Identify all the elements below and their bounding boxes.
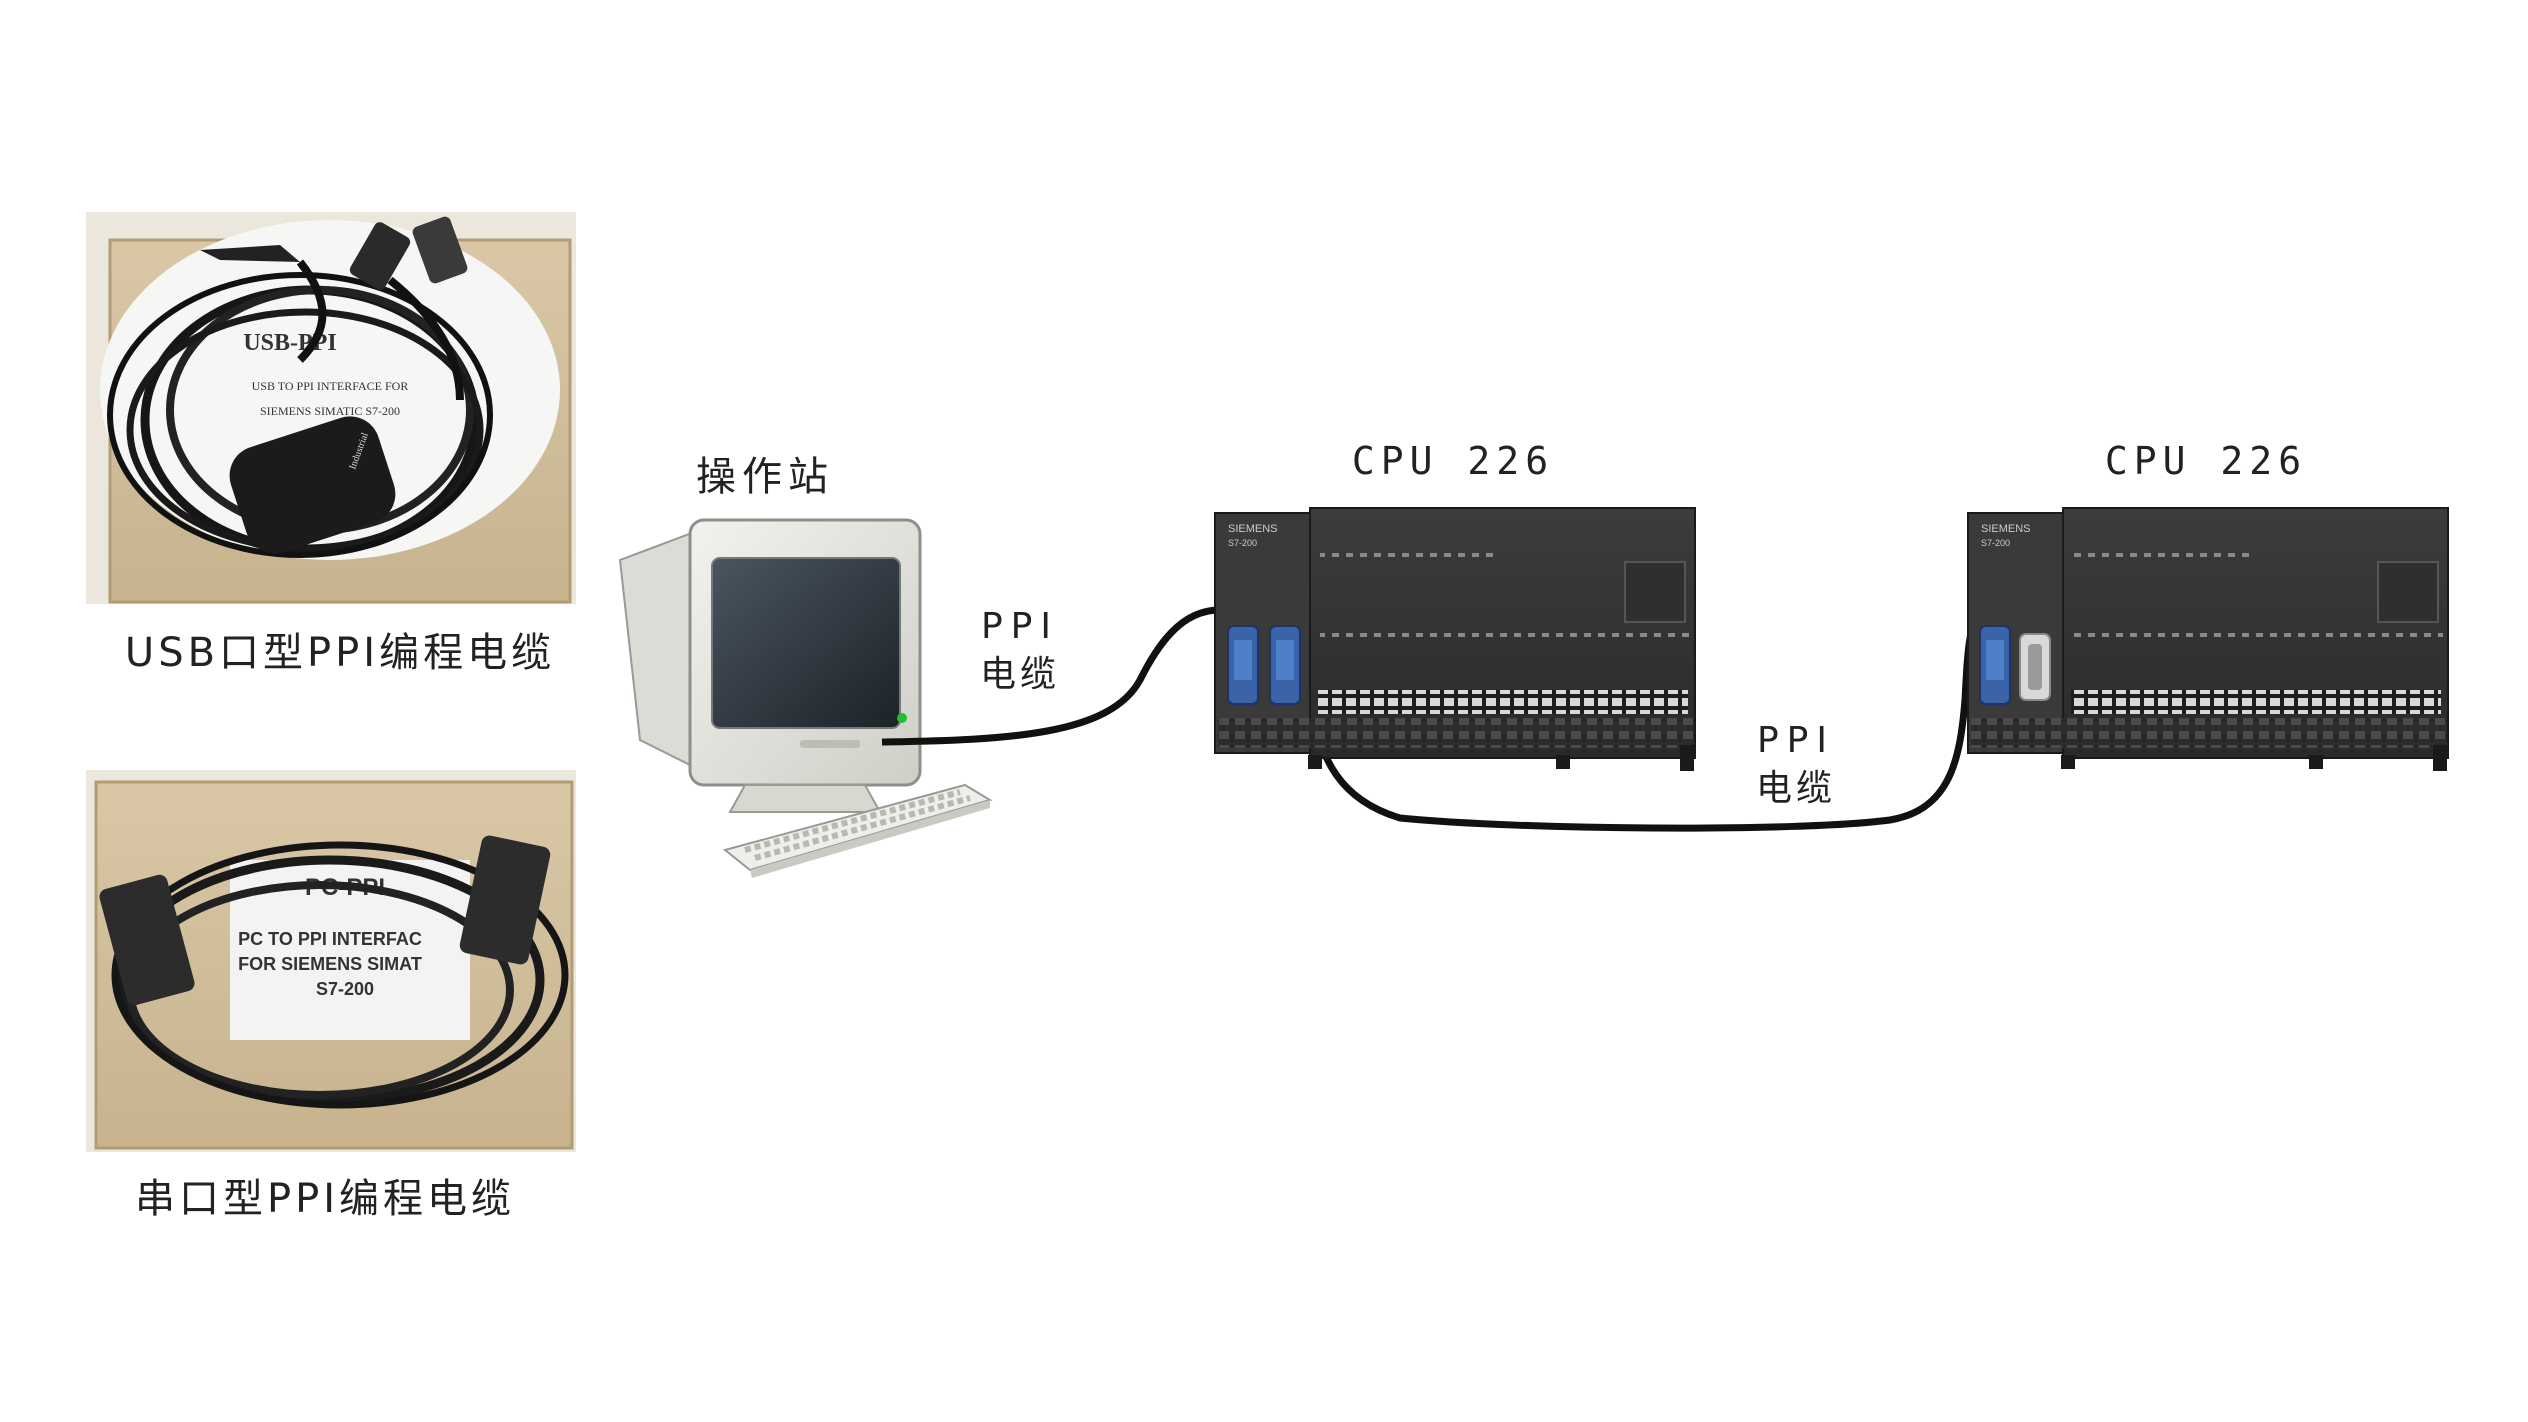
plc-left-brand: SIEMENS bbox=[1228, 523, 1278, 535]
cpu-right-label: CPU 226 bbox=[2105, 439, 2307, 483]
plc-right-brand: SIEMENS bbox=[1981, 523, 2031, 535]
pc-box-line3: S7-200 bbox=[316, 979, 374, 999]
plc-right-model: S7-200 bbox=[1981, 538, 2010, 548]
plc-cpu-226-left: SIEMENS S7-200 bbox=[1214, 507, 1696, 771]
usb-box-line2: SIEMENS SIMATIC S7-200 bbox=[260, 404, 400, 418]
operator-station-computer bbox=[618, 518, 993, 878]
plc-cpu-226-right: SIEMENS S7-200 bbox=[1967, 507, 2449, 771]
usb-box-line1: USB TO PPI INTERFACE FOR bbox=[252, 379, 409, 393]
cable2-label-line2: 电缆 bbox=[1756, 768, 1836, 809]
cable2-label-line1: PPI bbox=[1757, 720, 1835, 761]
usb-cable-caption: USB口型PPI编程电缆 bbox=[125, 630, 555, 676]
usb-ppi-cable-photo: USB-PPI USB TO PPI INTERFACE FOR SIEMENS… bbox=[86, 212, 576, 604]
cable1-label-line2: 电缆 bbox=[980, 654, 1060, 695]
serial-cable-caption: 串口型PPI编程电缆 bbox=[135, 1176, 515, 1222]
station-label: 操作站 bbox=[696, 454, 834, 500]
ppi-cable-1 bbox=[881, 606, 1251, 746]
pc-box-line1: PC TO PPI INTERFAC bbox=[238, 929, 422, 949]
pc-box-line2: FOR SIEMENS SIMAT bbox=[238, 954, 422, 974]
pc-ppi-cable-photo: PC-PPI PC TO PPI INTERFAC FOR SIEMENS SI… bbox=[86, 770, 576, 1152]
cpu-left-label: CPU 226 bbox=[1352, 439, 1554, 483]
plc-left-model: S7-200 bbox=[1228, 538, 1257, 548]
cable1-label-line1: PPI bbox=[981, 606, 1059, 647]
ppi-cable-2 bbox=[1306, 606, 1991, 832]
